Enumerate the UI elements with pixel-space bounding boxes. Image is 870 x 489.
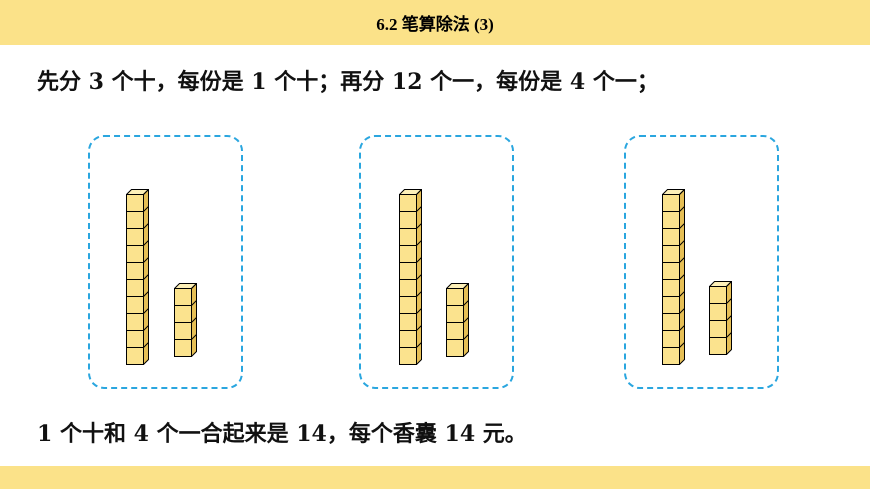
conclusion-sentence: 1 个十和 4 个一合起来是 14，每个香囊 14 元。 <box>37 421 527 447</box>
header-bar: 6.2 笔算除法 (3) <box>0 0 870 45</box>
share-group-2 <box>359 135 514 389</box>
ones-stack <box>173 282 198 361</box>
ten-rod <box>125 188 150 369</box>
ones-stack <box>445 282 470 361</box>
ten-rod <box>398 188 423 369</box>
ten-rod <box>661 188 686 369</box>
ones-stack <box>708 280 733 359</box>
page-title: 6.2 笔算除法 (3) <box>376 15 494 34</box>
share-group-3 <box>624 135 779 389</box>
explanation-sentence: 先分 3 个十，每份是 1 个十；再分 12 个一，每份是 4 个一； <box>37 69 659 95</box>
share-group-1 <box>88 135 243 389</box>
footer-bar <box>0 466 870 489</box>
